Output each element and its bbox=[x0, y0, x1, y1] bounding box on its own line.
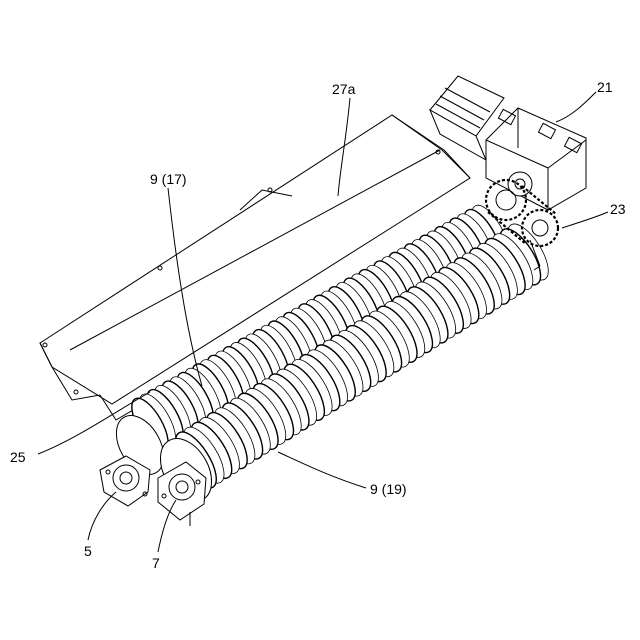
label-hood: 27a bbox=[332, 81, 356, 97]
label-motor: 21 bbox=[597, 79, 613, 95]
label-roller-back: 9 (17) bbox=[150, 171, 187, 187]
label-roller-front: 9 (19) bbox=[370, 481, 407, 497]
label-chain: 23 bbox=[610, 201, 626, 217]
label-bearing-right: 7 bbox=[152, 555, 160, 571]
label-frame: 25 bbox=[10, 449, 26, 465]
label-bearing-left: 5 bbox=[84, 543, 92, 559]
